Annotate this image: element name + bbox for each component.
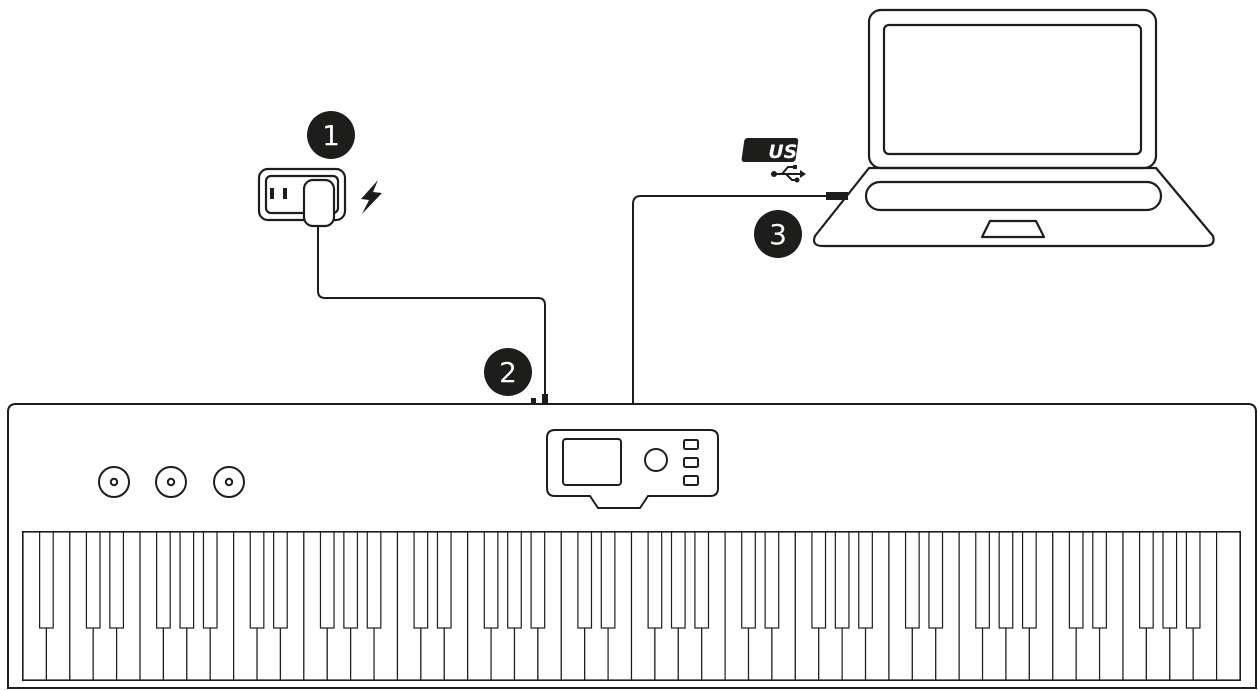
knob-2 [155,466,187,498]
step-number-3: 3 [769,218,787,251]
power-adapter-icon [302,178,336,228]
laptop-icon [812,8,1215,248]
black-key [998,531,1014,629]
black-key [928,531,944,629]
black-key [811,531,827,629]
usb-icon: USB [741,138,812,183]
control-dial [644,448,668,472]
power-jack [531,398,536,404]
black-key [600,531,616,629]
black-key [413,531,429,629]
black-key [366,531,382,629]
black-key [647,531,663,629]
black-key [1185,531,1201,629]
keyboard-icon [7,403,1257,689]
white-key [1215,531,1241,681]
black-key [764,531,780,629]
step-badge-2: 2 [484,348,532,396]
power-plug [542,394,548,404]
black-key [904,531,920,629]
black-key [975,531,990,629]
black-key [156,531,171,629]
black-key [1162,531,1178,629]
display-screen [562,438,622,486]
panel-button-2 [683,457,699,468]
black-key [1138,531,1154,629]
black-key [858,531,873,629]
power-cable [317,226,546,402]
black-key [179,531,195,629]
black-key [1068,531,1084,629]
black-key [319,531,335,629]
panel-button-3 [683,475,699,486]
black-key [577,531,593,629]
black-key [202,531,218,629]
black-key [249,531,265,629]
black-key [273,531,288,629]
black-key [507,531,522,629]
black-key [343,531,359,629]
keybed [22,531,1241,681]
knob-3 [213,466,245,498]
usb-label: USB [768,141,812,163]
step-badge-1: 1 [307,111,355,159]
step-badge-3: 3 [754,210,802,258]
usb-plug [826,192,848,200]
step-number-1: 1 [322,119,340,152]
power-outlet-icon [257,167,347,222]
black-key [483,531,499,629]
black-key [1092,531,1107,629]
black-key [694,531,710,629]
panel-button-1 [683,439,699,450]
black-key [741,531,756,629]
black-key [39,531,54,629]
black-key [530,531,546,629]
control-panel [546,429,719,509]
knob-1 [98,466,130,498]
lightning-bolt-icon [361,180,382,214]
black-key [834,531,850,629]
black-key [1021,531,1037,629]
black-key [670,531,686,629]
usb-cable [632,195,826,404]
black-key [109,531,125,629]
step-number-2: 2 [499,356,517,389]
black-key [85,531,101,629]
black-key [436,531,452,629]
